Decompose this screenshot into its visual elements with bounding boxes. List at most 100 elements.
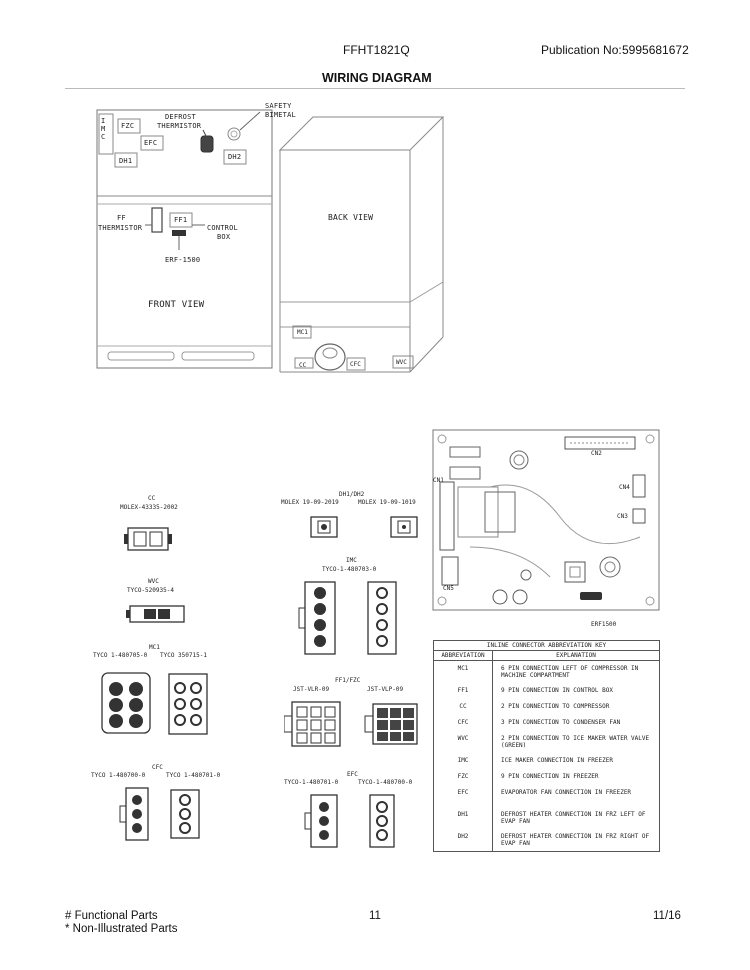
key-row: IMC ICE MAKER CONNECTION IN FREEZER <box>434 753 659 769</box>
control-box-label-1: CONTROL <box>207 224 238 232</box>
efc-connector-part-a: TYCO-1-480701-0 <box>284 779 339 786</box>
cfc-connector-name: CFC <box>152 764 163 771</box>
key-row-abbr: FZC <box>434 769 493 785</box>
key-row-explanation: 9 PIN CONNECTION IN CONTROL BOX <box>501 687 613 694</box>
key-row-abbr: WVC <box>434 731 493 753</box>
page-of-total: 11/16 <box>653 910 681 922</box>
key-row-abbr: IMC <box>434 753 493 769</box>
safety-bimetal-label-1: SAFETY <box>265 102 292 110</box>
imc-label: I M C <box>101 117 106 141</box>
key-row-abbr: DH1 <box>434 807 493 829</box>
key-row-explanation: 3 PIN CONNECTION TO CONDENSER FAN <box>501 719 621 726</box>
key-row: DH2 DEFROST HEATER CONNECTION IN FRZ RIGH… <box>434 829 659 851</box>
control-box-label-2: BOX <box>217 233 231 241</box>
key-row: DH1 DEFROST HEATER CONNECTION IN FRZ LEFT… <box>434 807 659 829</box>
wvc-connector-icon <box>126 605 185 623</box>
defrost-thermistor-label-1: DEFROST <box>165 113 196 121</box>
cfc-connector-part-b: TYCO 1-480701-0 <box>166 772 221 779</box>
dh-connector-male-icon <box>390 516 418 538</box>
key-row-abbr: DH2 <box>434 829 493 851</box>
key-row-explanation: 6 PIN CONNECTION LEFT OF COMPRESSOR IN M… <box>501 665 639 679</box>
key-row: MC1 6 PIN CONNECTION LEFT OF COMPRESSOR I… <box>434 661 659 683</box>
dh-connector-part-a: MOLEX 19-09-2019 <box>281 499 339 506</box>
key-row: CC 2 PIN CONNECTION TO COMPRESSOR <box>434 699 659 715</box>
ff1fzc-connector-female-icon <box>284 701 341 747</box>
key-col-expl: EXPLANATION <box>556 652 596 659</box>
mc1-connector-part-a: TYCO 1-480705-0 <box>93 652 148 659</box>
key-row-abbr: MC1 <box>434 661 493 683</box>
dh-connector-name: DH1/DH2 <box>339 491 365 498</box>
page-number: 11 <box>369 910 381 922</box>
cc-connector-icon <box>124 527 172 551</box>
key-col-abbr: ABBREVIATION <box>434 651 493 660</box>
dh1-label: DH1 <box>119 157 133 165</box>
key-row-explanation: 2 PIN CONNECTION TO ICE MAKER WATER VALV… <box>501 735 650 749</box>
defrost-thermistor-label-2: THERMISTOR <box>157 122 202 130</box>
key-header-row: ABBREVIATION EXPLANATION <box>434 651 659 661</box>
ff-thermistor-label-2: THERMISTOR <box>98 224 143 232</box>
key-row-explanation: DEFROST HEATER CONNECTION IN FRZ LEFT OF… <box>501 811 646 825</box>
wvc-connector-part: TYCO-520935-4 <box>127 587 174 594</box>
publication-label: Publication No: <box>541 43 622 57</box>
efc-connector-name: EFC <box>347 771 358 778</box>
non-illustrated-parts-note: * Non-Illustrated Parts <box>65 923 178 935</box>
dh-connector-part-b: MOLEX 19-09-1019 <box>358 499 416 506</box>
wvc-connector-name: WVC <box>148 578 159 585</box>
imc-connector-female-icon <box>298 581 336 655</box>
functional-parts-note: # Functional Parts <box>65 910 158 922</box>
cn4-label: CN4 <box>619 484 630 491</box>
cn1-label: CN1 <box>433 477 444 484</box>
cfc-connector-female-icon <box>119 787 149 841</box>
efc-connector-part-b: TYCO-1-480700-0 <box>358 779 413 786</box>
back-view-title: BACK VIEW <box>328 213 374 222</box>
ff1fzc-connector-male-icon <box>364 703 418 745</box>
erf-label: ERF-1500 <box>165 256 201 264</box>
mc1-connector-male-icon <box>168 673 208 735</box>
safety-bimetal-label-2: BIMETAL <box>265 111 296 119</box>
ff1fzc-connector-part-a: JST-VLR-09 <box>293 686 330 693</box>
front-view-diagram <box>96 109 273 369</box>
board-name-label: ERF1500 <box>591 621 617 628</box>
cfc-connector-part-a: TYCO 1-480700-0 <box>91 772 146 779</box>
page-title: WIRING DIAGRAM <box>322 71 432 85</box>
cc-connector-name: CC <box>148 495 156 502</box>
key-row-abbr: CFC <box>434 715 493 731</box>
key-row-abbr: FF1 <box>434 683 493 699</box>
key-row: FF1 9 PIN CONNECTION IN CONTROL BOX <box>434 683 659 699</box>
key-row-explanation: DEFROST HEATER CONNECTION IN FRZ RIGHT O… <box>501 833 650 847</box>
cn2-label: CN2 <box>591 450 602 457</box>
key-rows: MC1 6 PIN CONNECTION LEFT OF COMPRESSOR I… <box>434 661 659 851</box>
header-rule <box>65 88 685 89</box>
efc-label: EFC <box>144 139 158 147</box>
cc-connector-part: MOLEX-43335-2002 <box>120 504 178 511</box>
efc-connector-male-icon <box>369 794 395 848</box>
cfc-connector-male-icon <box>170 789 200 839</box>
ff1-label: FF1 <box>174 216 188 224</box>
ff-thermistor-label-1: FF <box>117 214 126 222</box>
fzc-label: FZC <box>121 122 135 130</box>
mc1-connector-female-icon <box>101 672 151 734</box>
key-row-explanation: EVAPORATOR FAN CONNECTION IN FREEZER <box>501 789 632 796</box>
dh-connector-female-icon <box>310 516 338 538</box>
key-row-abbr: CC <box>434 699 493 715</box>
back-view-diagram <box>278 116 445 373</box>
imc-connector-part: TYCO-1-480703-0 <box>322 566 377 573</box>
mc1-connector-part-b: TYCO 350715-1 <box>160 652 207 659</box>
ff1fzc-connector-part-b: JST-VLP-09 <box>367 686 404 693</box>
key-row-explanation: 2 PIN CONNECTION TO COMPRESSOR <box>501 703 610 710</box>
ff1fzc-connector-name: FF1/FZC <box>335 677 361 684</box>
dh2-label: DH2 <box>228 153 242 161</box>
efc-connector-female-icon <box>304 794 338 848</box>
cn3-label: CN3 <box>617 513 628 520</box>
model-number: FFHT1821Q <box>343 43 410 57</box>
cn5-label: CN5 <box>443 585 454 592</box>
publication-number: 5995681672 <box>622 43 689 57</box>
abbreviation-key: INLINE CONNECTOR ABBREVIATION KEY ABBREV… <box>433 640 660 852</box>
key-row-explanation: ICE MAKER CONNECTION IN FREEZER <box>501 757 613 764</box>
mc1-connector-name: MC1 <box>149 644 160 651</box>
imc-connector-name: IMC <box>346 557 357 564</box>
front-view-title: FRONT VIEW <box>148 300 205 310</box>
wvc-label: WVC <box>396 359 407 366</box>
